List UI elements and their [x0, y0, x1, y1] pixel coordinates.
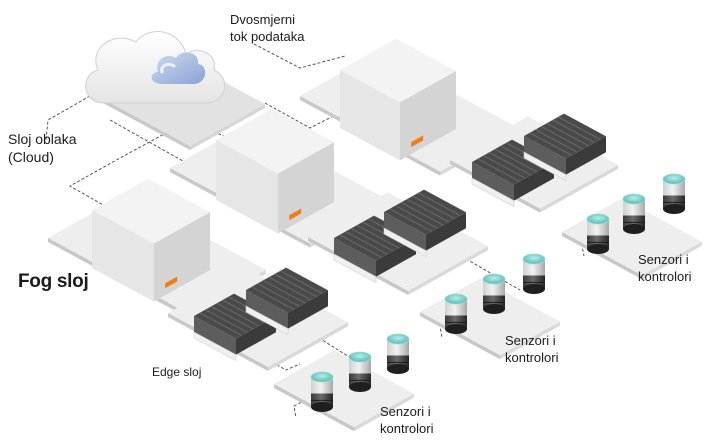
sensor-icon — [622, 193, 646, 234]
edge-device-icon — [383, 189, 466, 258]
sensors-label-right: Senzori i kontrolori — [638, 252, 691, 286]
fog-server-icon — [92, 178, 210, 302]
cloud-icon — [85, 31, 226, 104]
sensor-icon — [522, 253, 546, 294]
cloud-layer-label: Sloj oblaka (Cloud) — [8, 130, 77, 166]
sensors-label-bottom: Senzori i kontrolori — [380, 404, 433, 438]
fog-server-icon — [340, 38, 456, 161]
edge-layer-nodes — [168, 113, 618, 371]
sensor-icon — [348, 351, 372, 392]
fog-server-icon — [216, 108, 334, 234]
sensors-label-right-line1: Senzori i — [638, 252, 689, 267]
edge-device-icon — [471, 139, 554, 208]
sensor-icon — [386, 333, 410, 374]
sensors-label-bottom-line1: Senzori i — [380, 404, 431, 419]
sensor-layer-nodes — [274, 173, 702, 432]
sensors-label-middle: Senzori i kontrolori — [505, 333, 558, 367]
edge-device-icon — [523, 113, 606, 182]
sensor-icon — [586, 213, 610, 254]
fog-layer-label: Fog sloj — [18, 271, 89, 292]
sensors-label-middle-line2: kontrolori — [505, 349, 559, 365]
edge-device-icon — [333, 215, 416, 284]
sensors-label-middle-line1: Senzori i — [505, 333, 556, 348]
edge-device-icon — [193, 293, 276, 362]
edge-layer-label: Edge sloj — [152, 365, 202, 379]
sensor-icon — [310, 371, 334, 412]
sensor-icon — [662, 173, 686, 214]
edge-device-icon — [245, 267, 328, 336]
sensors-label-bottom-line2: kontrolori — [380, 420, 434, 436]
bidirectional-flow-label-line1: Dvosmjerni — [230, 12, 296, 27]
bidirectional-flow-label: Dvosmjerni tok podataka — [230, 12, 304, 46]
sensors-label-right-line2: kontrolori — [638, 268, 692, 284]
cloud-layer-label-line1: Sloj oblaka — [8, 131, 77, 147]
cloud-layer-label-line2: (Cloud) — [8, 149, 54, 166]
sensor-icon — [444, 293, 468, 334]
sensor-icon — [482, 273, 506, 314]
bidirectional-flow-label-line2: tok podataka — [230, 28, 305, 44]
